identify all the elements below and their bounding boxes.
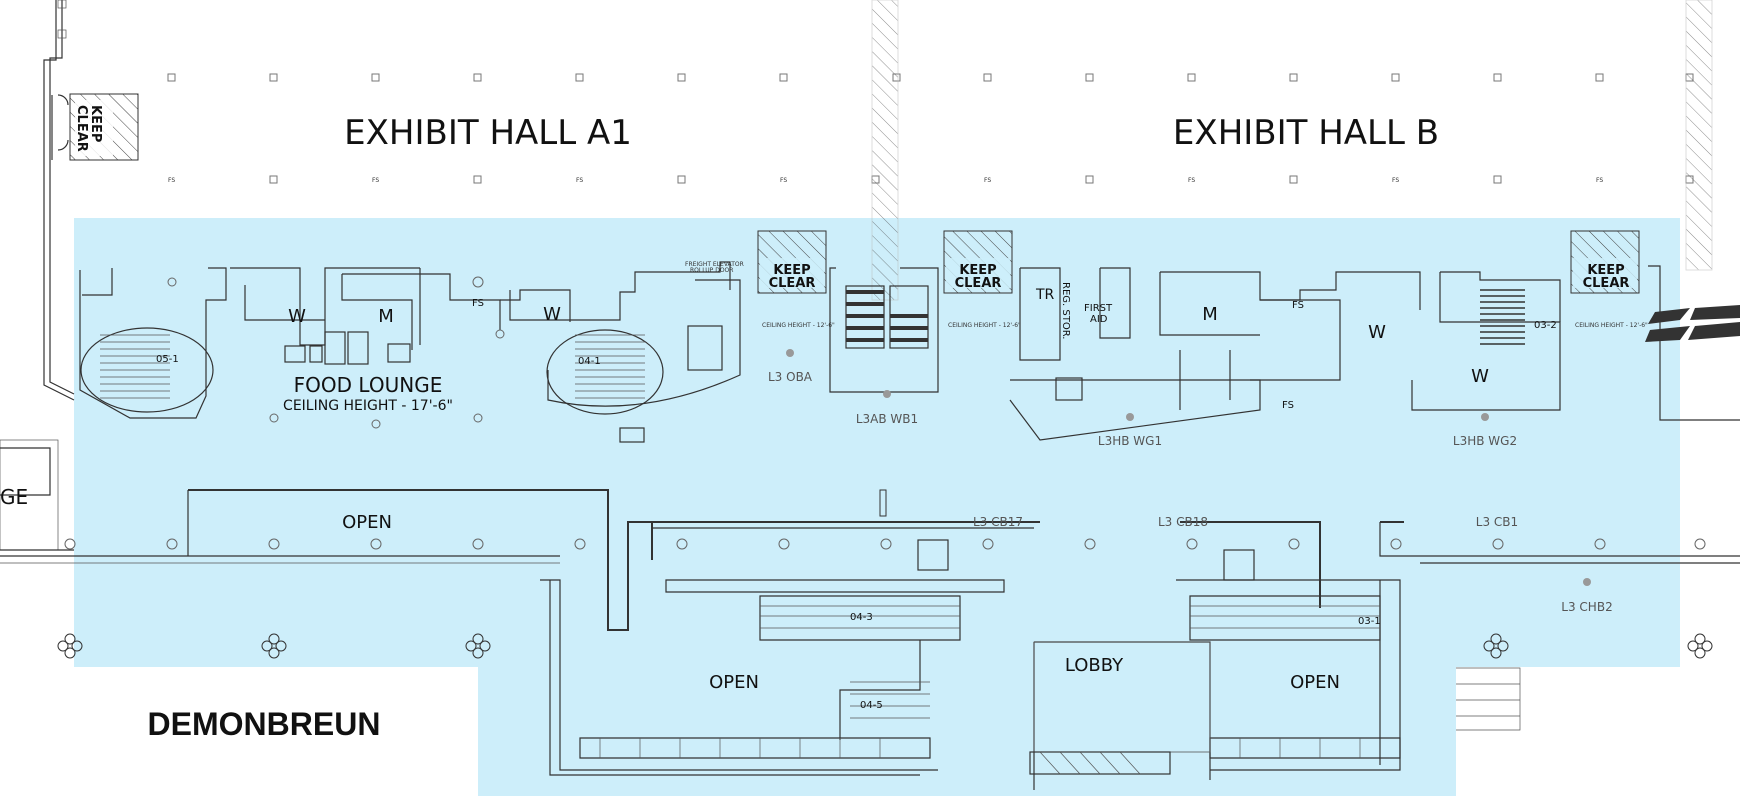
location-code-wg2: L3HB WG2 xyxy=(1453,434,1517,448)
location-code-wg1: L3HB WG1 xyxy=(1098,434,1162,448)
keep-clear-zones xyxy=(69,93,1640,294)
svg-text:FS: FS xyxy=(1188,177,1195,184)
column-markers xyxy=(57,633,1713,659)
ceiling-height-note: CEILING HEIGHT - 12'-6" xyxy=(948,322,1021,329)
stair-graphics xyxy=(80,285,1740,415)
elevator-boxes xyxy=(284,325,1255,581)
restroom-w-label: W xyxy=(1471,366,1489,387)
restroom-m-label: M xyxy=(378,306,394,327)
location-markers xyxy=(786,349,1591,586)
location-code-oba: L3 OBA xyxy=(768,370,813,384)
svg-text:FS: FS xyxy=(1596,177,1603,184)
fire-station-labels: FS FS FS FS FS FS FS FS xyxy=(168,177,1603,184)
keep-clear-line2: CLEAR xyxy=(74,105,89,152)
highlighted-area xyxy=(74,218,1680,796)
tr-label: TR xyxy=(1035,287,1055,303)
svg-text:FS: FS xyxy=(984,177,991,184)
rollup-door-note: ROLLUP DOOR xyxy=(690,267,733,274)
exhibit-hall-b-label: EXHIBIT HALL B xyxy=(1173,113,1439,153)
exhibit-hall-a1-label: EXHIBIT HALL A1 xyxy=(344,113,632,153)
left-building-edge xyxy=(0,0,560,564)
keep-clear-label: CLEAR xyxy=(1583,276,1630,291)
food-lounge-ceiling: CEILING HEIGHT - 17'-6" xyxy=(283,398,453,414)
restroom-w-label: W xyxy=(1368,322,1386,343)
svg-text:FS: FS xyxy=(576,177,583,184)
lower-walls xyxy=(187,489,1740,790)
stair-code-03-2: 03-2 xyxy=(1534,320,1557,331)
restroom-m-label: M xyxy=(1202,304,1218,325)
reg-stor-label: REG. STOR. xyxy=(1060,282,1071,339)
freight-elevator-note: FREIGHT ELEVATOR xyxy=(685,261,744,268)
location-code-cb18: L3 CB18 xyxy=(1158,515,1208,529)
svg-text:FS: FS xyxy=(372,177,379,184)
stair-code-03-1: 03-1 xyxy=(1358,616,1381,627)
ceiling-height-note: CEILING HEIGHT - 12'-6" xyxy=(762,322,835,329)
keep-clear-line1: KEEP xyxy=(88,105,103,142)
keep-clear-label: KEEP xyxy=(1587,263,1624,278)
restroom-w-label: W xyxy=(288,306,306,327)
keep-clear-label: CLEAR xyxy=(769,276,816,291)
stair-code-04-3: 04-3 xyxy=(850,612,873,623)
open-area-label: OPEN xyxy=(709,672,759,693)
svg-text:FS: FS xyxy=(168,177,175,184)
location-code-wb1: L3AB WB1 xyxy=(856,412,918,426)
keep-clear-label: KEEP xyxy=(773,263,810,278)
ceiling-height-note: CEILING HEIGHT - 12'-6" xyxy=(1575,322,1648,329)
fs-label: FS xyxy=(472,298,484,309)
food-lounge-title: FOOD LOUNGE xyxy=(294,373,443,397)
street-name-label: DEMONBREUN xyxy=(148,706,381,742)
svg-text:FS: FS xyxy=(780,177,787,184)
lobby-label: LOBBY xyxy=(1065,655,1124,676)
keep-clear-label: KEEP xyxy=(959,263,996,278)
stair-code-04-5: 04-5 xyxy=(860,700,883,711)
location-code-cb1: L3 CB1 xyxy=(1476,515,1518,529)
restroom-w-label: W xyxy=(543,304,561,325)
location-code-chb2: L3 CHB2 xyxy=(1561,600,1612,614)
columns xyxy=(64,276,1706,550)
edge-label-fragment: GE xyxy=(0,485,28,509)
location-code-cb17: L3 CB17 xyxy=(973,515,1023,529)
first-aid-label-1: FIRST xyxy=(1084,303,1113,314)
fs-label: FS xyxy=(1292,300,1304,311)
keep-clear-label-rotated: KEEP CLEAR xyxy=(74,105,103,152)
stair-code-05-1: 05-1 xyxy=(156,354,179,365)
keep-clear-label: CLEAR xyxy=(955,276,1002,291)
open-area-label: OPEN xyxy=(342,512,392,533)
reg-stor-label-group: REG. STOR. xyxy=(1060,282,1071,339)
open-area-label: OPEN xyxy=(1290,672,1340,693)
structure-strips xyxy=(871,0,1713,301)
stair-code-04-1: 04-1 xyxy=(578,356,601,367)
fs-label: FS xyxy=(1282,400,1294,411)
svg-text:FS: FS xyxy=(1392,177,1399,184)
first-aid-label-2: AID xyxy=(1090,314,1108,325)
service-corridor-walls xyxy=(79,261,1740,441)
